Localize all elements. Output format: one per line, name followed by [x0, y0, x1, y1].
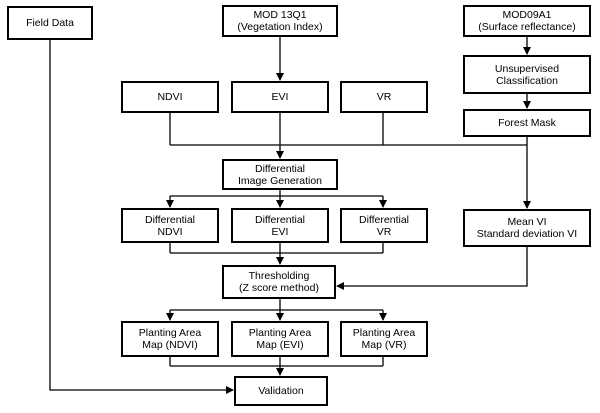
differential-vr-box: Differential VR [340, 208, 428, 243]
map-ndvi-line-1: Planting Area [138, 327, 202, 339]
diff-evi-line-2: EVI [271, 225, 289, 238]
diff-gen-line-2: Image Generation [237, 174, 323, 187]
map-vr-line-2: Map (VR) [361, 339, 407, 351]
vr-label: VR [376, 91, 392, 103]
ndvi-label: NDVI [157, 91, 183, 103]
map-evi-line-2: Map (EVI) [256, 339, 304, 351]
thresholding-box: Thresholding (Z score method) [222, 265, 336, 299]
forest-mask-label: Forest Mask [498, 117, 556, 129]
map-vr-line-1: Planting Area [352, 327, 416, 339]
unsupervised-line-2: Classification [496, 74, 558, 87]
differential-ndvi-box: Differential NDVI [121, 208, 219, 243]
unsupervised-line-1: Unsupervised [494, 62, 560, 75]
mod13q1-box: MOD 13Q1 (Vegetation Index) [222, 5, 338, 37]
planting-area-map-ndvi-box: Planting Area Map (NDVI) [121, 321, 219, 357]
diff-vr-line-2: VR [376, 225, 392, 238]
mod09a1-subtitle: (Surface reflectance) [478, 21, 576, 33]
map-ndvi-line-2: Map (NDVI) [142, 339, 198, 351]
vr-box: VR [340, 81, 428, 113]
validation-label: Validation [258, 385, 304, 397]
mean-vi-line-1: Mean VI [507, 216, 547, 228]
evi-label: EVI [271, 91, 289, 103]
diff-ndvi-line-2: NDVI [157, 225, 183, 238]
mod13q1-title: MOD 13Q1 [253, 9, 307, 21]
planting-area-map-vr-box: Planting Area Map (VR) [340, 321, 428, 357]
field-data-box: Field Data [7, 6, 93, 40]
edge-field-to-validation [49, 40, 234, 394]
ndvi-box: NDVI [121, 81, 219, 113]
diff-evi-line-1: Differential [255, 213, 305, 226]
validation-box: Validation [234, 376, 328, 406]
differential-image-generation-box: Differential Image Generation [222, 159, 338, 190]
field-data-label: Field Data [26, 17, 74, 29]
planting-area-map-evi-box: Planting Area Map (EVI) [231, 321, 329, 357]
mod09a1-box: MOD09A1 (Surface reflectance) [463, 5, 591, 37]
thresholding-line-1: Thresholding [248, 270, 310, 282]
map-evi-line-1: Planting Area [248, 327, 312, 339]
differential-evi-box: Differential EVI [231, 208, 329, 243]
diff-ndvi-line-1: Differential [145, 213, 195, 226]
mod13q1-subtitle: (Vegetation Index) [237, 21, 323, 33]
unsupervised-classification-box: Unsupervised Classification [463, 55, 591, 94]
diff-gen-line-1: Differential [255, 162, 305, 175]
mean-vi-line-2: Standard deviation VI [476, 228, 578, 240]
mean-vi-box: Mean VI Standard deviation VI [463, 209, 591, 247]
diff-vr-line-1: Differential [359, 213, 409, 226]
forest-mask-box: Forest Mask [463, 109, 591, 137]
edge-meanvi-to-thresholding [336, 247, 528, 290]
evi-box: EVI [231, 81, 329, 113]
mod09a1-title: MOD09A1 [502, 9, 552, 21]
thresholding-line-2: (Z score method) [239, 282, 319, 294]
